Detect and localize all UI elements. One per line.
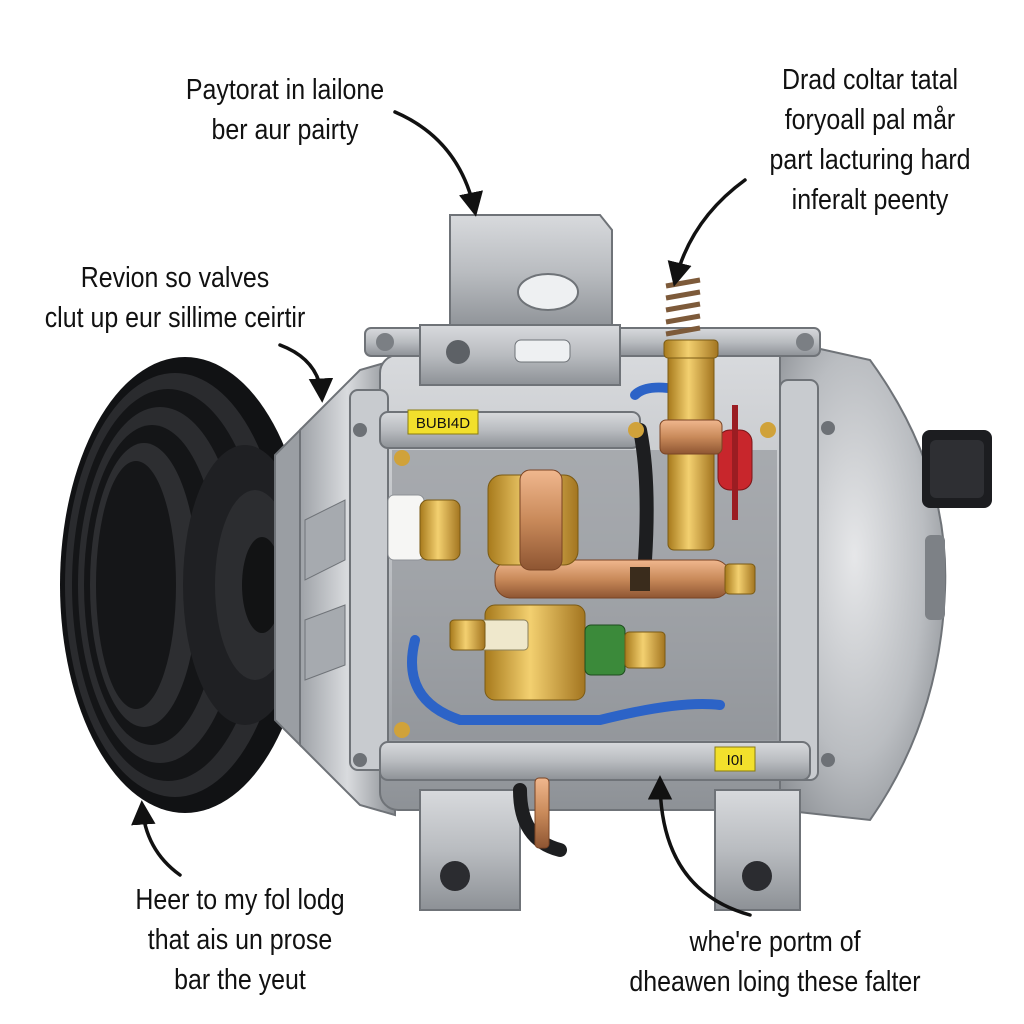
lower-rail-label-text: I0I — [727, 752, 744, 769]
arrow-bottom-left — [131, 800, 182, 877]
callout-line: foryoall pal mår — [784, 104, 956, 136]
callout-arrows — [131, 110, 752, 917]
callout-line: whe're portm of — [689, 926, 861, 958]
callout-top-right: Drad coltar tatal foryoall pal mår part … — [758, 60, 982, 220]
valve-assembly-icon — [387, 277, 777, 857]
callout-line: dheawen loing these falter — [629, 966, 921, 998]
callout-mid-left: Revion so valves clut up eur sillime cei… — [33, 258, 317, 338]
callout-bottom-left: Heer to my fol lodg that ais un prose ba… — [111, 880, 369, 1000]
callout-line: ber aur pairty — [211, 114, 359, 146]
mounting-bracket-icon — [419, 214, 801, 911]
callout-line: clut up eur sillime ceirtir — [44, 302, 306, 334]
callout-line: inferalt peenty — [791, 184, 949, 216]
upper-rail-label-text: BUBI4D — [416, 415, 470, 432]
lower-rail-label: I0I — [714, 746, 756, 772]
callout-line: Paytorat in lailone — [185, 74, 385, 106]
callout-line: Revion so valves — [80, 262, 270, 294]
pulley-icon — [60, 357, 310, 813]
upper-rail-label: BUBI4D — [407, 409, 479, 435]
callout-bottom-right: whe're portm of dheawen loing these falt… — [616, 922, 934, 1002]
callout-line: Drad coltar tatal — [781, 64, 959, 96]
arrow-top-left — [393, 110, 483, 217]
arrow-mid-left — [278, 343, 334, 403]
callout-top-left: Paytorat in lailone ber aur pairty — [169, 70, 401, 150]
callout-line: that ais un prose — [147, 924, 333, 956]
arrow-top-right — [667, 178, 747, 287]
frame-rails — [349, 379, 835, 781]
arrow-bottom-right — [647, 775, 752, 917]
callout-line: bar the yeut — [174, 964, 306, 996]
callout-line: part lacturing hard — [769, 144, 971, 176]
callout-line: Heer to my fol lodg — [135, 884, 345, 916]
